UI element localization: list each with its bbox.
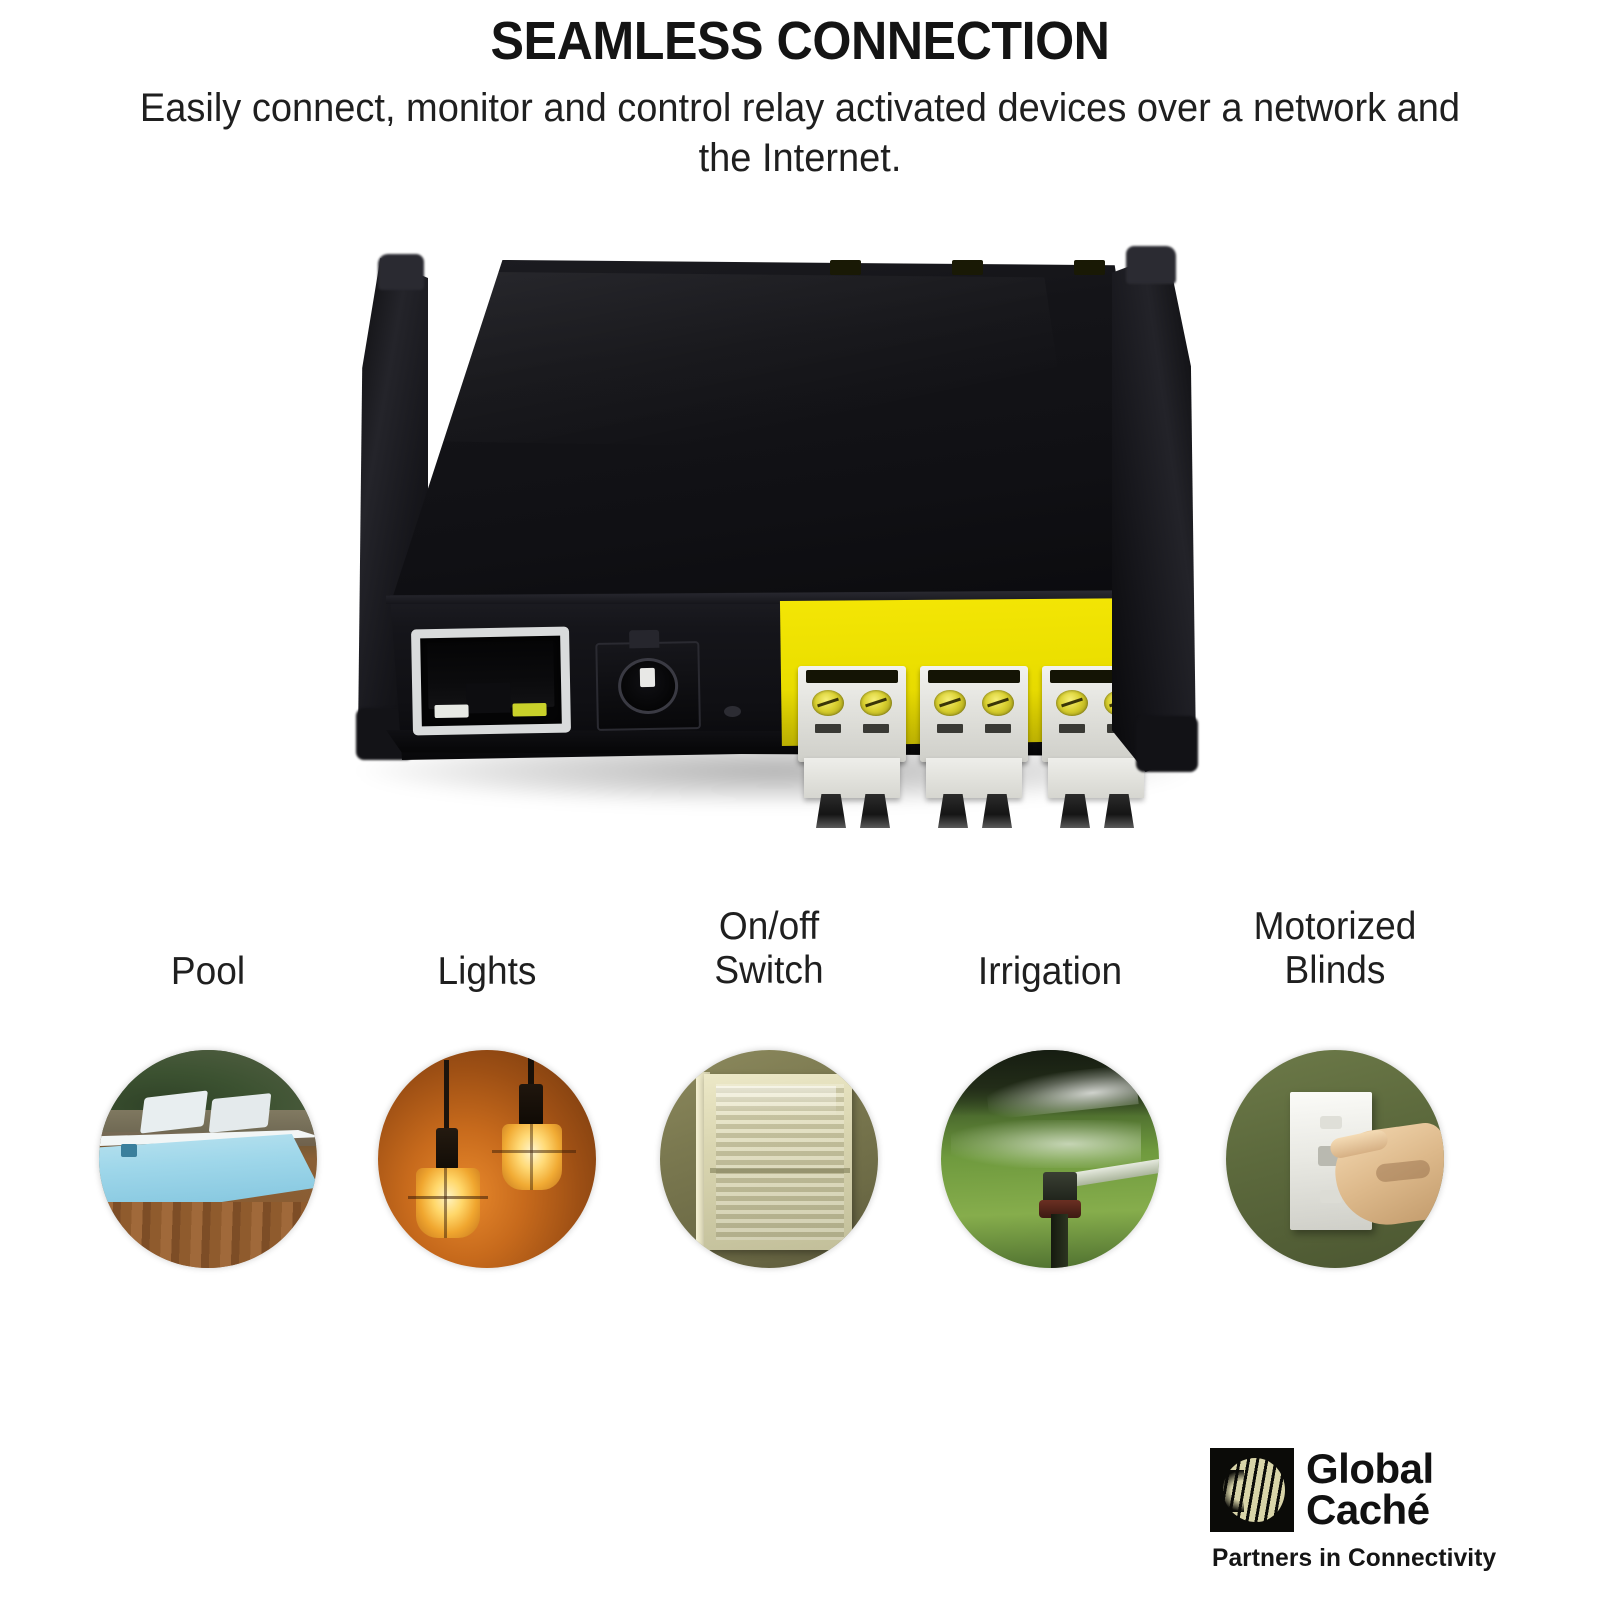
plug-top-slot	[806, 670, 898, 683]
plug-wire-hole-right	[860, 794, 890, 828]
plug-wire-hole-left	[816, 794, 846, 828]
switch-scene	[660, 1050, 878, 1268]
pool-thumbnail	[99, 1050, 317, 1268]
page-title: SEAMLESS CONNECTION	[490, 11, 1110, 71]
lights-scene	[378, 1050, 596, 1268]
plug-marking-right	[985, 724, 1011, 733]
logo-name-line2: Caché	[1306, 1486, 1430, 1534]
sprinkler-head-icon	[1043, 1172, 1077, 1204]
cage-bar	[408, 1196, 488, 1199]
power-jack	[595, 629, 701, 731]
logo-tagline: Partners in Connectivity	[1212, 1544, 1497, 1572]
power-jack-tab	[629, 629, 660, 649]
cage-bar	[444, 1168, 447, 1238]
terminal-slot-2	[952, 260, 983, 275]
plug-marking-left	[937, 724, 963, 733]
plug-screw-left	[1056, 690, 1088, 716]
pendant-cord	[444, 1060, 449, 1132]
switch-plate-divider	[710, 1168, 850, 1173]
globe-shell-icon	[1210, 1448, 1294, 1532]
cage-bar	[492, 1150, 576, 1153]
pendant-socket	[436, 1128, 458, 1170]
category-onoff-switch: On/off Switch	[634, 905, 904, 1268]
category-label-irrigation: Irrigation	[977, 950, 1123, 993]
device-chassis-top-sheen	[430, 272, 1070, 452]
plug-wire-hole-left	[938, 794, 968, 828]
plug-neck	[804, 758, 900, 798]
plug-screw-right	[860, 690, 892, 716]
category-label-motorized-blinds: Motorized Blinds	[1253, 905, 1417, 993]
logo-wordmark: Global Caché	[1306, 1445, 1434, 1534]
plug-wire-hole-right	[1104, 794, 1134, 828]
device-product-photo	[300, 238, 1230, 868]
application-categories: Pool Lights	[0, 905, 1600, 1325]
sprinkler-stake	[1051, 1214, 1068, 1268]
pool-jet-icon	[121, 1144, 137, 1157]
ethernet-activity-led	[512, 702, 547, 717]
plug-marking-left	[815, 724, 841, 733]
cage-bulb-icon	[502, 1124, 562, 1190]
ethernet-link-led	[434, 704, 469, 719]
power-jack-center-pin	[639, 667, 656, 688]
plug-screw-left	[812, 690, 844, 716]
pool-lounger-icon	[208, 1093, 272, 1133]
category-label-onoff-switch: On/off Switch	[714, 905, 824, 993]
device-right-foot	[1136, 716, 1198, 772]
category-label-lights: Lights	[437, 950, 537, 993]
blinds-down-button-icon	[1320, 1190, 1342, 1203]
category-pool: Pool	[73, 905, 343, 1268]
plug-marking-right	[863, 724, 889, 733]
pool-scene	[99, 1050, 317, 1268]
category-motorized-blinds: Motorized Blinds	[1200, 905, 1470, 1268]
device-chassis-top	[391, 260, 1170, 610]
category-lights: Lights	[352, 905, 622, 1268]
cage-bulb-icon	[416, 1168, 480, 1238]
device-left-endcap-notch	[378, 254, 424, 290]
logo-row: Global Caché	[1210, 1445, 1434, 1534]
brand-logo: Global Caché Partners in Connectivity	[1210, 1445, 1550, 1588]
terminal-slot-1	[830, 260, 861, 275]
globe-shell-shadow	[1218, 1470, 1244, 1512]
category-irrigation: Irrigation	[915, 905, 1185, 1268]
pendant-socket	[519, 1084, 543, 1126]
plug-top-slot	[928, 670, 1020, 683]
plug-neck	[1048, 758, 1144, 798]
plug-screw-left	[934, 690, 966, 716]
irrigation-thumbnail	[941, 1050, 1159, 1268]
pendant-cord	[528, 1050, 534, 1090]
switch-plate-highlight	[716, 1086, 836, 1116]
plug-wire-hole-left	[1060, 794, 1090, 828]
irrigation-scene	[941, 1050, 1159, 1268]
header: SEAMLESS CONNECTION Easily connect, moni…	[0, 0, 1600, 184]
page-subtitle: Easily connect, monitor and control rela…	[139, 86, 1461, 181]
blinds-up-button-icon	[1320, 1116, 1342, 1129]
plug-marking-left	[1059, 724, 1085, 733]
cage-bar	[530, 1124, 533, 1190]
logo-name-line1: Global	[1306, 1445, 1434, 1492]
pool-wood-siding	[99, 1202, 317, 1268]
switch-thumbnail	[660, 1050, 878, 1268]
sprinkler-collar	[1039, 1200, 1081, 1218]
device-right-endcap	[1112, 252, 1196, 772]
terminal-slot-3	[1074, 260, 1105, 275]
plug-wire-hole-right	[982, 794, 1012, 828]
lights-thumbnail	[378, 1050, 596, 1268]
blinds-thumbnail	[1226, 1050, 1444, 1268]
blinds-scene	[1226, 1050, 1444, 1268]
device-right-endcap-notch	[1126, 246, 1176, 284]
water-spray	[951, 1120, 1141, 1168]
ethernet-port	[410, 626, 572, 736]
plug-neck	[926, 758, 1022, 798]
category-label-pool: Pool	[170, 950, 246, 993]
plug-screw-right	[982, 690, 1014, 716]
ethernet-port-key	[466, 682, 511, 714]
